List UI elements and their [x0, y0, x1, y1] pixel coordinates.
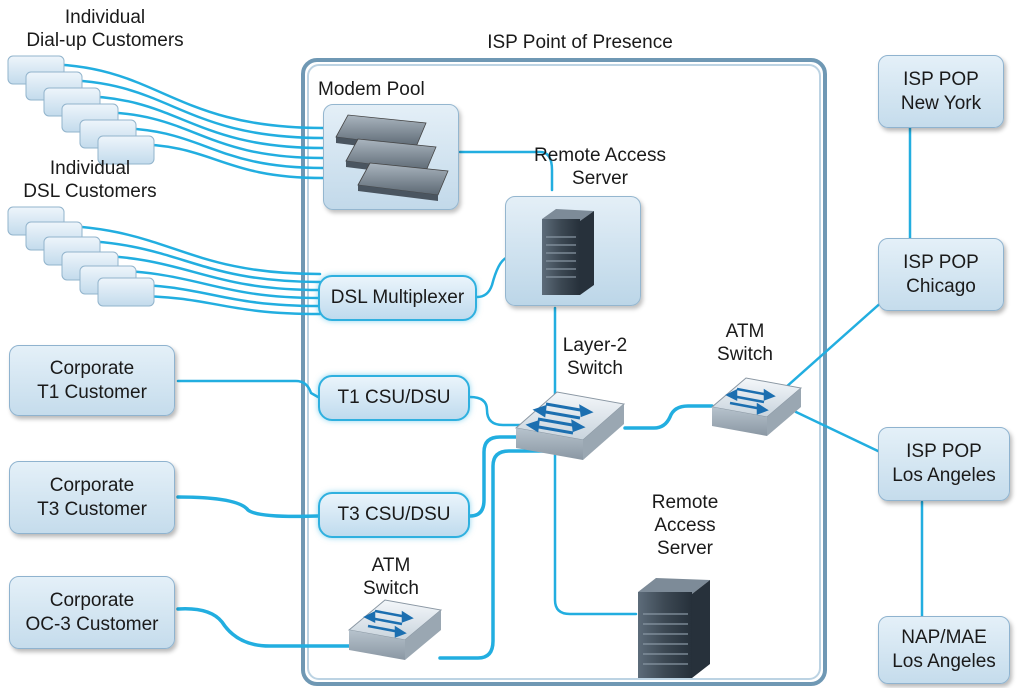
oc3-link: [176, 607, 352, 648]
atm-inner-switch-icon: [347, 599, 443, 660]
modem-pool-icon: [335, 114, 449, 201]
ras-bottom-line3: Server: [657, 538, 713, 559]
layer2-line1: Layer-2: [562, 335, 628, 356]
t3-customer-line1: Corporate: [49, 474, 135, 496]
modem-pool-panel[interactable]: [323, 104, 459, 210]
ras-bottom-line2: Access: [654, 515, 716, 536]
ras-bottom-line1: Remote: [651, 492, 719, 513]
dsl-customers-label: Individual DSL Customers: [0, 157, 180, 203]
layer2-switch-label: Layer-2 Switch: [550, 334, 640, 380]
dialup-link: [74, 94, 325, 150]
oc3-customer-box[interactable]: Corporate OC-3 Customer: [9, 576, 175, 649]
pop-chi-line1: ISP POP: [903, 251, 979, 273]
dialup-link: [110, 126, 325, 170]
t3-csu-switch-link: [468, 435, 522, 518]
dsl-label-line2: DSL Customers: [23, 181, 157, 202]
ras-bottom-server-icon: [638, 578, 710, 678]
dialup-customers-label: Individual Dial-up Customers: [0, 6, 210, 52]
dialup-link: [128, 142, 325, 180]
atm-outer-label: ATM Switch: [700, 320, 790, 366]
atm-outer-line1: ATM: [725, 321, 765, 342]
pop-chicago-box[interactable]: ISP POP Chicago: [878, 238, 1004, 311]
t1-customer-line2: T1 Customer: [37, 381, 147, 403]
ras-top-line1: Remote Access: [534, 145, 666, 166]
dialup-label-line1: Individual: [64, 7, 146, 28]
atm-outer-line2: Switch: [717, 344, 773, 365]
layer2-line2: Switch: [567, 358, 623, 379]
t3-link: [176, 495, 320, 519]
atm-inner-line2: Switch: [363, 578, 419, 599]
dsl-ras-link: [475, 256, 508, 299]
modem-pool-label: Modem Pool: [318, 79, 425, 100]
nap-mae-box[interactable]: NAP/MAE Los Angeles: [878, 616, 1010, 684]
t1-csu-switch-link: [468, 395, 522, 427]
dialup-link: [92, 110, 325, 160]
pop-title: ISP Point of Presence: [487, 32, 673, 53]
atm-outer-switch-icon: [710, 377, 803, 436]
dsl-link: [38, 223, 322, 276]
t1-csu-dsu[interactable]: T1 CSU/DSU: [318, 375, 470, 421]
ras-top-label: Remote Access Server: [520, 144, 680, 190]
dsl-multiplexer[interactable]: DSL Multiplexer: [318, 275, 477, 321]
t1-customer-line1: Corporate: [49, 357, 135, 379]
ras-top-line2: Server: [572, 168, 628, 189]
t3-csu-dsu[interactable]: T3 CSU/DSU: [318, 492, 470, 538]
nap-line1: NAP/MAE: [901, 627, 987, 648]
pop-ny-line2: New York: [900, 92, 982, 114]
switch-atm-link: [623, 404, 714, 430]
dialup-link: [56, 78, 325, 140]
dialup-customers-icon: [7, 55, 155, 165]
nap-line2: Los Angeles: [892, 651, 996, 672]
atm-inner-label: ATM Switch: [346, 554, 436, 600]
pop-new-york-box[interactable]: ISP POP New York: [878, 55, 1004, 128]
layer2-switch-icon: [514, 391, 626, 460]
modem-ras-link: [458, 150, 554, 192]
pop-chi-line2: Chicago: [906, 275, 976, 297]
server-icon: [542, 209, 594, 295]
atm-chicago-link: [783, 298, 886, 390]
pop-la-line1: ISP POP: [906, 441, 982, 462]
dialup-label-line2: Dial-up Customers: [26, 30, 184, 51]
switch-ras2-link: [553, 453, 638, 616]
oc3-customer-line2: OC-3 Customer: [25, 613, 159, 635]
t1-link: [176, 379, 320, 399]
pop-frame-inner: [307, 64, 821, 680]
t3-customer-line2: T3 Customer: [37, 498, 147, 520]
pop-los-angeles-box[interactable]: ISP POP Los Angeles: [878, 427, 1010, 501]
t1-customer-box[interactable]: Corporate T1 Customer: [9, 345, 175, 416]
atm-switch-link: [438, 449, 562, 660]
atm-inner-line1: ATM: [371, 555, 411, 576]
pop-ny-line1: ISP POP: [903, 68, 979, 90]
atm-la-link: [794, 410, 882, 454]
dsl-customers-icon: [7, 206, 155, 307]
oc3-customer-line1: Corporate: [49, 589, 135, 611]
dsl-label-line1: Individual: [49, 158, 131, 179]
dialup-link: [38, 62, 325, 130]
t3-customer-box[interactable]: Corporate T3 Customer: [9, 461, 175, 534]
ras-bottom-label: Remote Access Server: [640, 491, 730, 560]
ras-top-panel[interactable]: [505, 196, 641, 306]
pop-la-line2: Los Angeles: [892, 465, 996, 486]
dsl-link: [128, 294, 322, 316]
